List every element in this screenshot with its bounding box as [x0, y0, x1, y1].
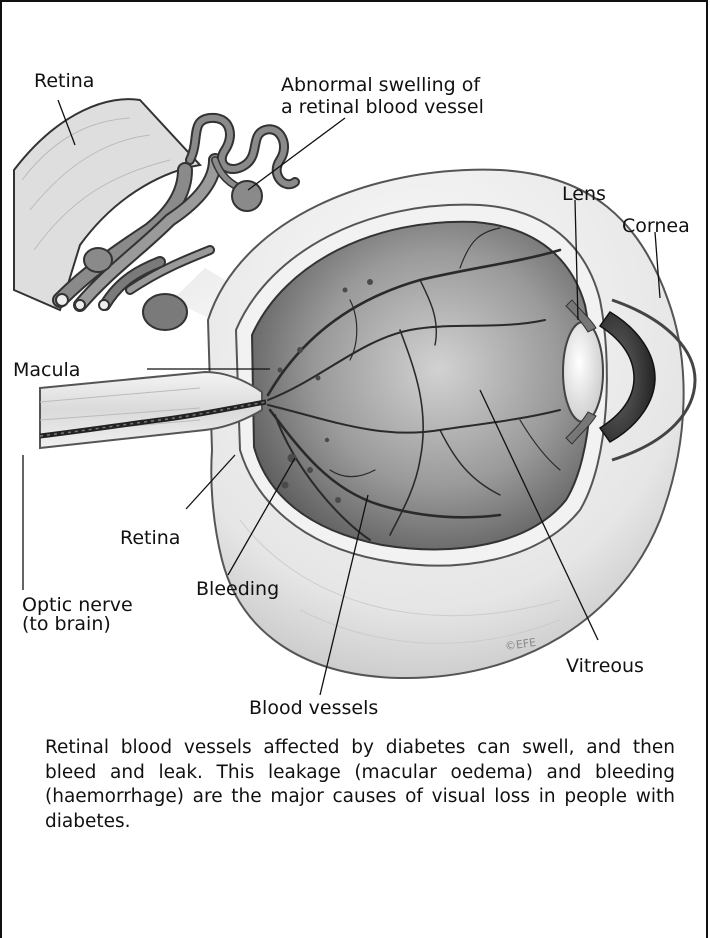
artist-signature: ©EFE — [504, 632, 538, 658]
figure-caption: Retinal blood vessels affected by diabet… — [45, 736, 675, 834]
label-vitreous: Vitreous — [566, 655, 644, 677]
lens — [563, 322, 603, 422]
label-cornea: Cornea — [622, 215, 690, 237]
label-lens: Lens — [562, 183, 606, 205]
label-bleeding: Bleeding — [196, 578, 279, 600]
label-optic-nerve-line2: (to brain) — [22, 613, 111, 635]
label-retina-bottom: Retina — [120, 527, 180, 549]
label-blood-vessels: Blood vessels — [249, 697, 378, 719]
aneurysm-bulge — [232, 181, 262, 211]
label-abnormal-swelling-line2: a retinal blood vessel — [281, 96, 484, 118]
label-macula: Macula — [13, 359, 80, 381]
label-retina-top: Retina — [34, 70, 94, 92]
label-abnormal-swelling-line1: Abnormal swelling of — [281, 74, 480, 96]
